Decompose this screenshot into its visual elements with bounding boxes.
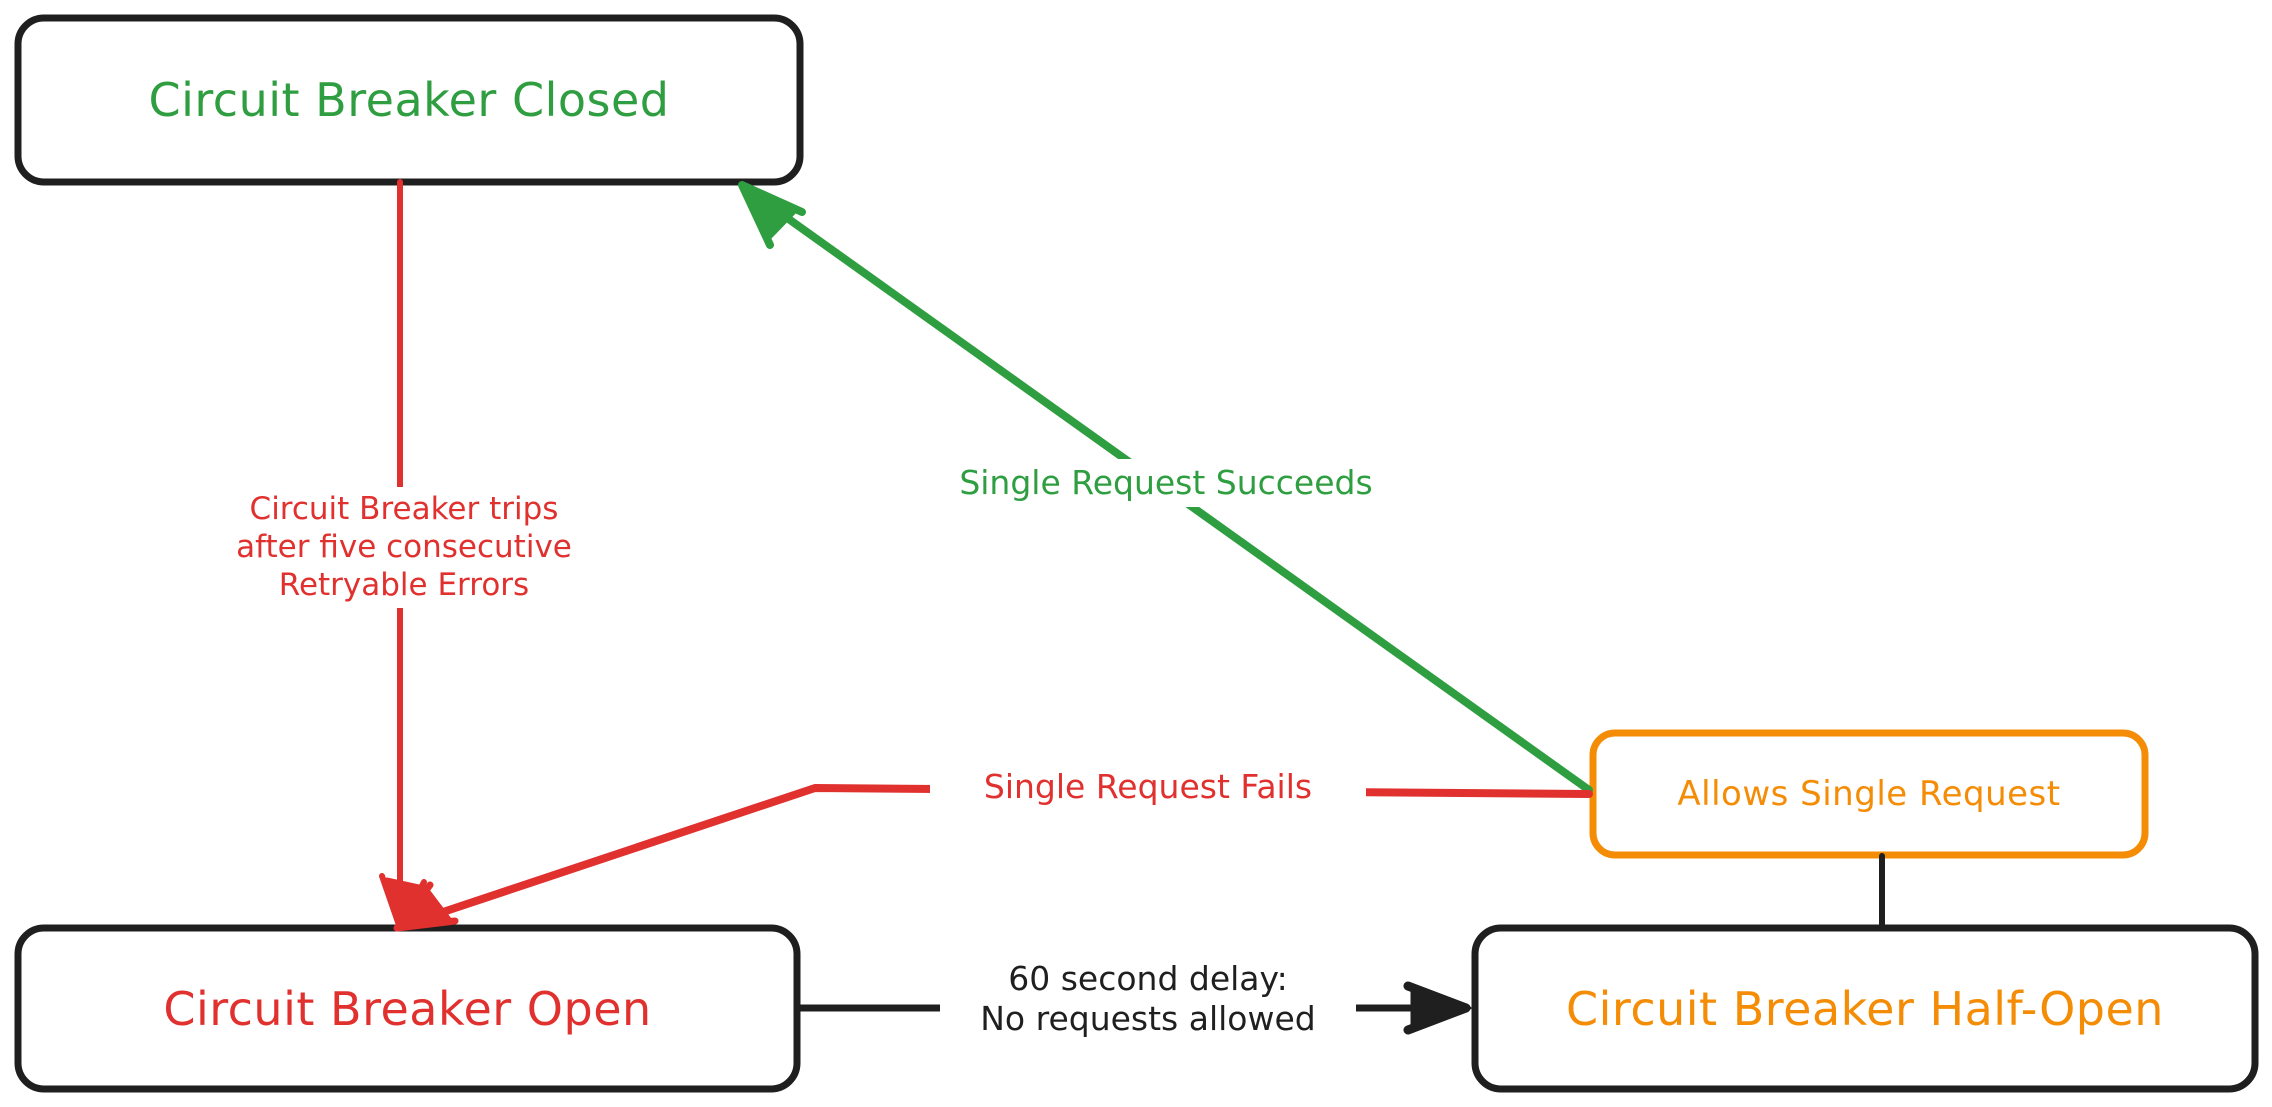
node-half-open-box[interactable] bbox=[1471, 924, 2259, 1093]
edge-allows-to-closed-line bbox=[758, 196, 1593, 794]
edge-allows-to-closed-arrow-fill bbox=[740, 183, 799, 242]
node-half-open[interactable] bbox=[1475, 928, 2255, 1089]
edge-open-to-halfopen[interactable] bbox=[793, 981, 1472, 1035]
edge-open-to-halfopen-arrow-fill bbox=[1410, 986, 1472, 1030]
edge-allows-to-open[interactable] bbox=[393, 784, 1593, 932]
edge-allows-to-open-arrow-fill bbox=[395, 888, 452, 930]
node-allows-single-request[interactable] bbox=[1593, 733, 2145, 855]
edge-allows-to-open-line bbox=[400, 784, 1593, 929]
edge-closed-to-open[interactable] bbox=[379, 179, 427, 931]
node-open[interactable] bbox=[18, 928, 797, 1089]
node-closed[interactable] bbox=[18, 18, 800, 182]
node-closed-box[interactable] bbox=[14, 14, 804, 186]
edge-allows-to-closed[interactable] bbox=[738, 181, 1593, 794]
